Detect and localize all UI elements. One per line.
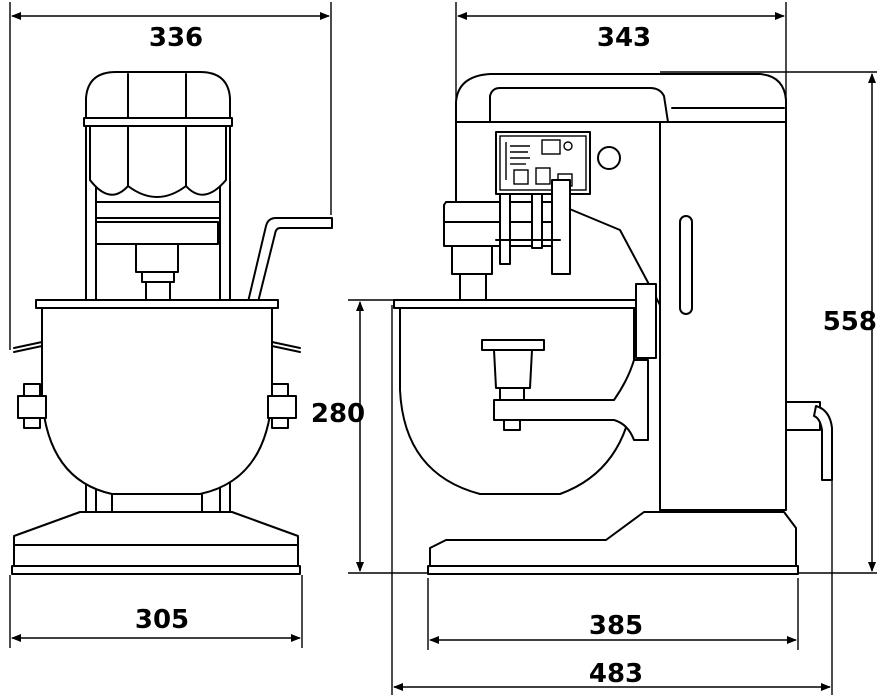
dimension-483: 483	[393, 659, 831, 691]
dimension-305: 305	[11, 605, 301, 642]
dimension-label-385: 385	[589, 611, 643, 641]
dimension-label-336: 336	[149, 23, 203, 53]
dimension-label-483: 483	[589, 659, 643, 689]
dimension-label-343: 343	[597, 23, 651, 53]
dimension-label-305: 305	[135, 605, 189, 635]
dimension-385: 385	[429, 611, 797, 644]
side-view-mixer	[348, 2, 877, 695]
dimension-558: 558	[823, 73, 877, 572]
dimension-label-558: 558	[823, 307, 877, 337]
dimension-336: 336	[11, 12, 330, 53]
front-view-mixer	[9, 2, 333, 648]
dimension-label-280: 280	[311, 399, 365, 429]
dimension-343: 343	[457, 12, 785, 53]
dimension-280: 280	[311, 301, 365, 572]
